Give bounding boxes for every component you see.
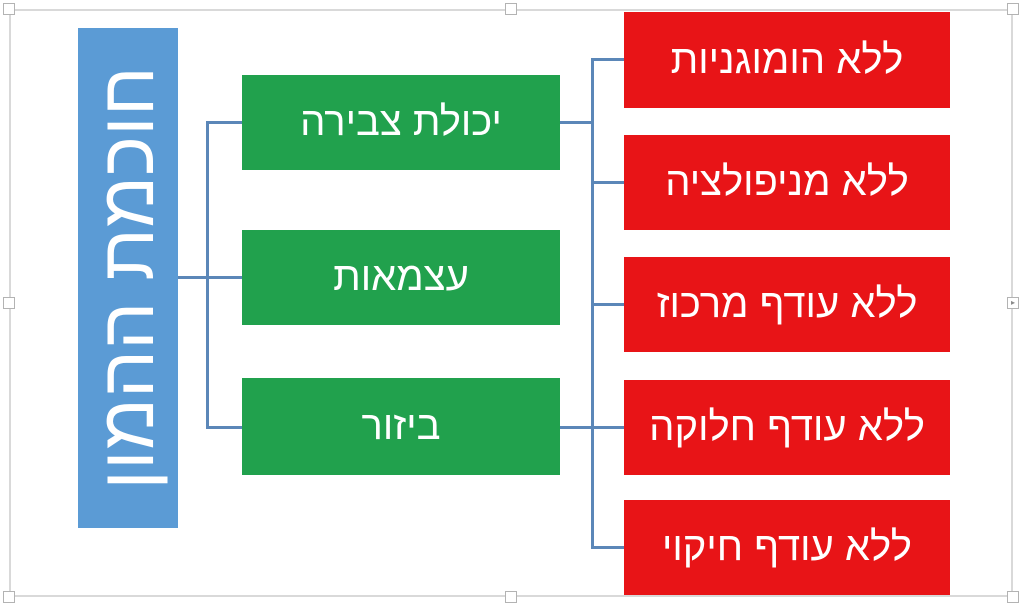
resize-handle-middle-left[interactable] bbox=[3, 297, 15, 309]
resize-handle-bottom-right[interactable] bbox=[1007, 591, 1019, 603]
connector-to-leaf-3 bbox=[591, 303, 624, 306]
branch-node-1-label: יכולת צבירה bbox=[300, 100, 502, 144]
resize-handle-bottom-left[interactable] bbox=[3, 591, 15, 603]
leaf-node-1-label: ללא הומוגניות bbox=[670, 37, 904, 82]
connector-to-leaf-4 bbox=[591, 426, 624, 429]
leaf-node-1[interactable]: ללא הומוגניות bbox=[624, 12, 950, 108]
connector-branch1-out bbox=[560, 121, 594, 124]
connector-to-branch-1 bbox=[206, 121, 242, 124]
branch-node-3-label: ביזור bbox=[361, 404, 441, 448]
leaf-node-5-label: ללא עודף חיקוי bbox=[662, 525, 912, 569]
leaf-node-2[interactable]: ללא מניפולציה bbox=[624, 135, 950, 230]
leaf-node-5[interactable]: ללא עודף חיקוי bbox=[624, 500, 950, 595]
resize-handle-bottom-center[interactable] bbox=[505, 591, 517, 603]
resize-handle-top-left[interactable] bbox=[3, 3, 15, 15]
connector-root-main bbox=[178, 276, 242, 279]
branch-node-3[interactable]: ביזור bbox=[242, 378, 560, 475]
connector-branch3-out bbox=[560, 426, 594, 429]
connector-left-vertical bbox=[206, 121, 209, 429]
leaf-node-3[interactable]: ללא עודף מרכוז bbox=[624, 257, 950, 352]
leaf-node-4[interactable]: ללא עודף חלוקה bbox=[624, 380, 950, 475]
branch-node-2-label: עצמאות bbox=[333, 255, 469, 299]
root-node[interactable]: חוכמת ההמון bbox=[78, 28, 178, 528]
connector-to-branch-3 bbox=[206, 426, 242, 429]
root-node-label: חוכמת ההמון bbox=[85, 66, 170, 490]
branch-node-2[interactable]: עצמאות bbox=[242, 230, 560, 325]
leaf-node-4-label: ללא עודף חלוקה bbox=[649, 405, 925, 449]
resize-handle-top-center[interactable] bbox=[505, 3, 517, 15]
branch-node-1[interactable]: יכולת צבירה bbox=[242, 75, 560, 170]
resize-handle-top-right[interactable] bbox=[1007, 3, 1019, 15]
connector-to-leaf-5 bbox=[591, 546, 624, 549]
leaf-node-3-label: ללא עודף מרכוז bbox=[656, 282, 918, 326]
connector-to-leaf-1 bbox=[591, 58, 624, 61]
resize-handle-middle-right[interactable]: ▸ bbox=[1007, 297, 1019, 309]
connector-to-leaf-2 bbox=[591, 181, 624, 184]
handle-arrow-icon: ▸ bbox=[1010, 298, 1015, 307]
leaf-node-2-label: ללא מניפולציה bbox=[665, 160, 909, 204]
